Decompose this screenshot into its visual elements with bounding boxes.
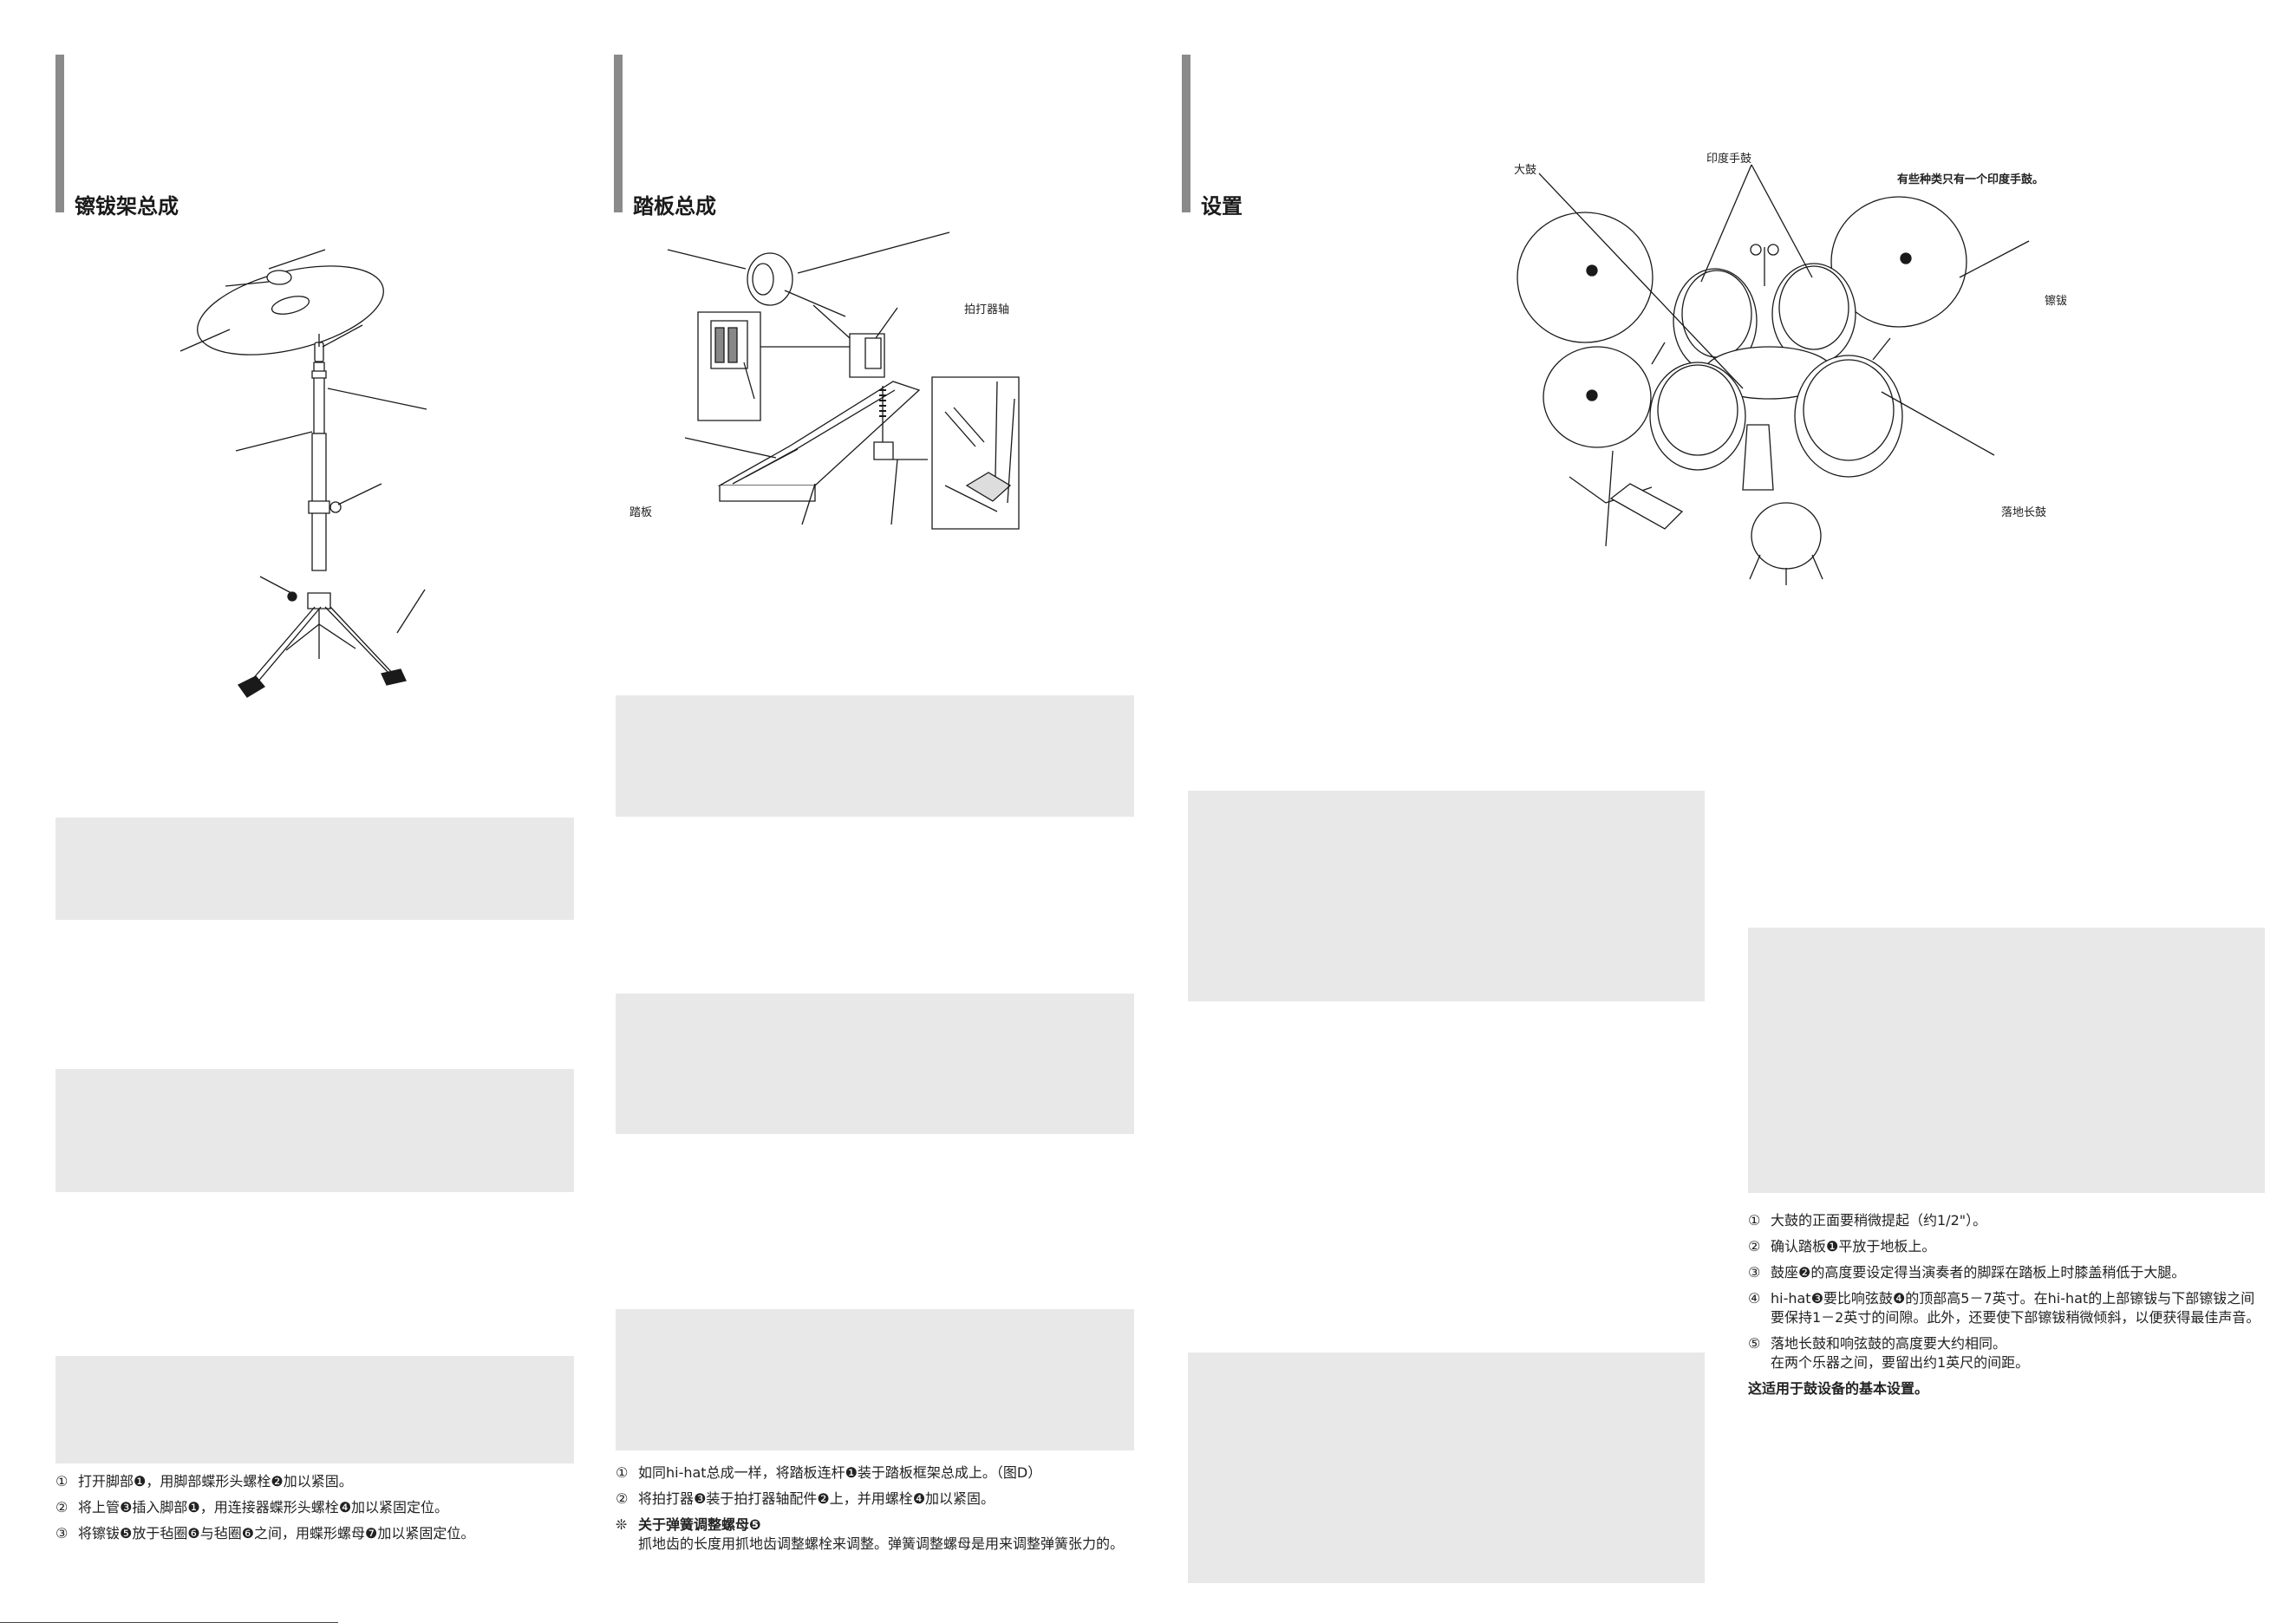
section-title-cymbal-stand: 镲钹架总成 — [75, 194, 179, 218]
section-bar-cymbal-stand — [55, 55, 64, 212]
section-title-setup: 设置 — [1201, 194, 1243, 218]
section-title-pedal: 踏板总成 — [633, 194, 716, 218]
pedal-panel-3 — [616, 1309, 1134, 1450]
pedal-panel-1 — [616, 695, 1134, 817]
setup-panel-2 — [1188, 1352, 1705, 1583]
setup-label-floor-tom: 落地长鼓 — [2001, 506, 2047, 519]
pedal-illustration — [668, 225, 1075, 538]
setup-label-tom-note: 有些种类只有一个印度手鼓。 — [1897, 173, 2045, 186]
cymbal-panel-1 — [55, 818, 574, 920]
section-bar-pedal — [614, 55, 623, 212]
cymbal-stand-illustration — [173, 243, 442, 711]
cymbal-panel-2 — [55, 1069, 574, 1192]
pedal-panel-2 — [616, 994, 1134, 1134]
pedal-label-pedal: 踏板 — [629, 506, 653, 519]
setup-label-cymbal: 镲钹 — [2045, 295, 2068, 308]
setup-label-tom-tom: 印度手鼓 — [1706, 153, 1752, 166]
note-text: 抓地齿的长度用抓地齿调整螺栓来调整。弹簧调整螺母是用来调整弹簧张力的。 — [638, 1535, 1125, 1552]
setup-summary: 这适用于鼓设备的基本设置。 — [1748, 1380, 1929, 1397]
cymbal-panel-3 — [55, 1356, 574, 1463]
pedal-label-beater-shaft: 拍打器轴 — [964, 303, 1010, 316]
note-title: 关于弹簧调整螺母❺ — [638, 1516, 761, 1533]
spring-nut-note: ❊ 关于弹簧调整螺母❺ 抓地齿的长度用抓地齿调整螺栓来调整。弹簧调整螺母是用来调… — [616, 1515, 1136, 1554]
setup-panel-1 — [1188, 791, 1705, 1001]
setup-label-bass-drum: 大鼓 — [1514, 164, 1537, 177]
setup-panel-3 — [1748, 928, 2265, 1193]
note-mark-icon: ❊ — [616, 1516, 628, 1533]
drum-setup-illustration — [1509, 165, 2029, 590]
section-bar-setup — [1182, 55, 1190, 212]
